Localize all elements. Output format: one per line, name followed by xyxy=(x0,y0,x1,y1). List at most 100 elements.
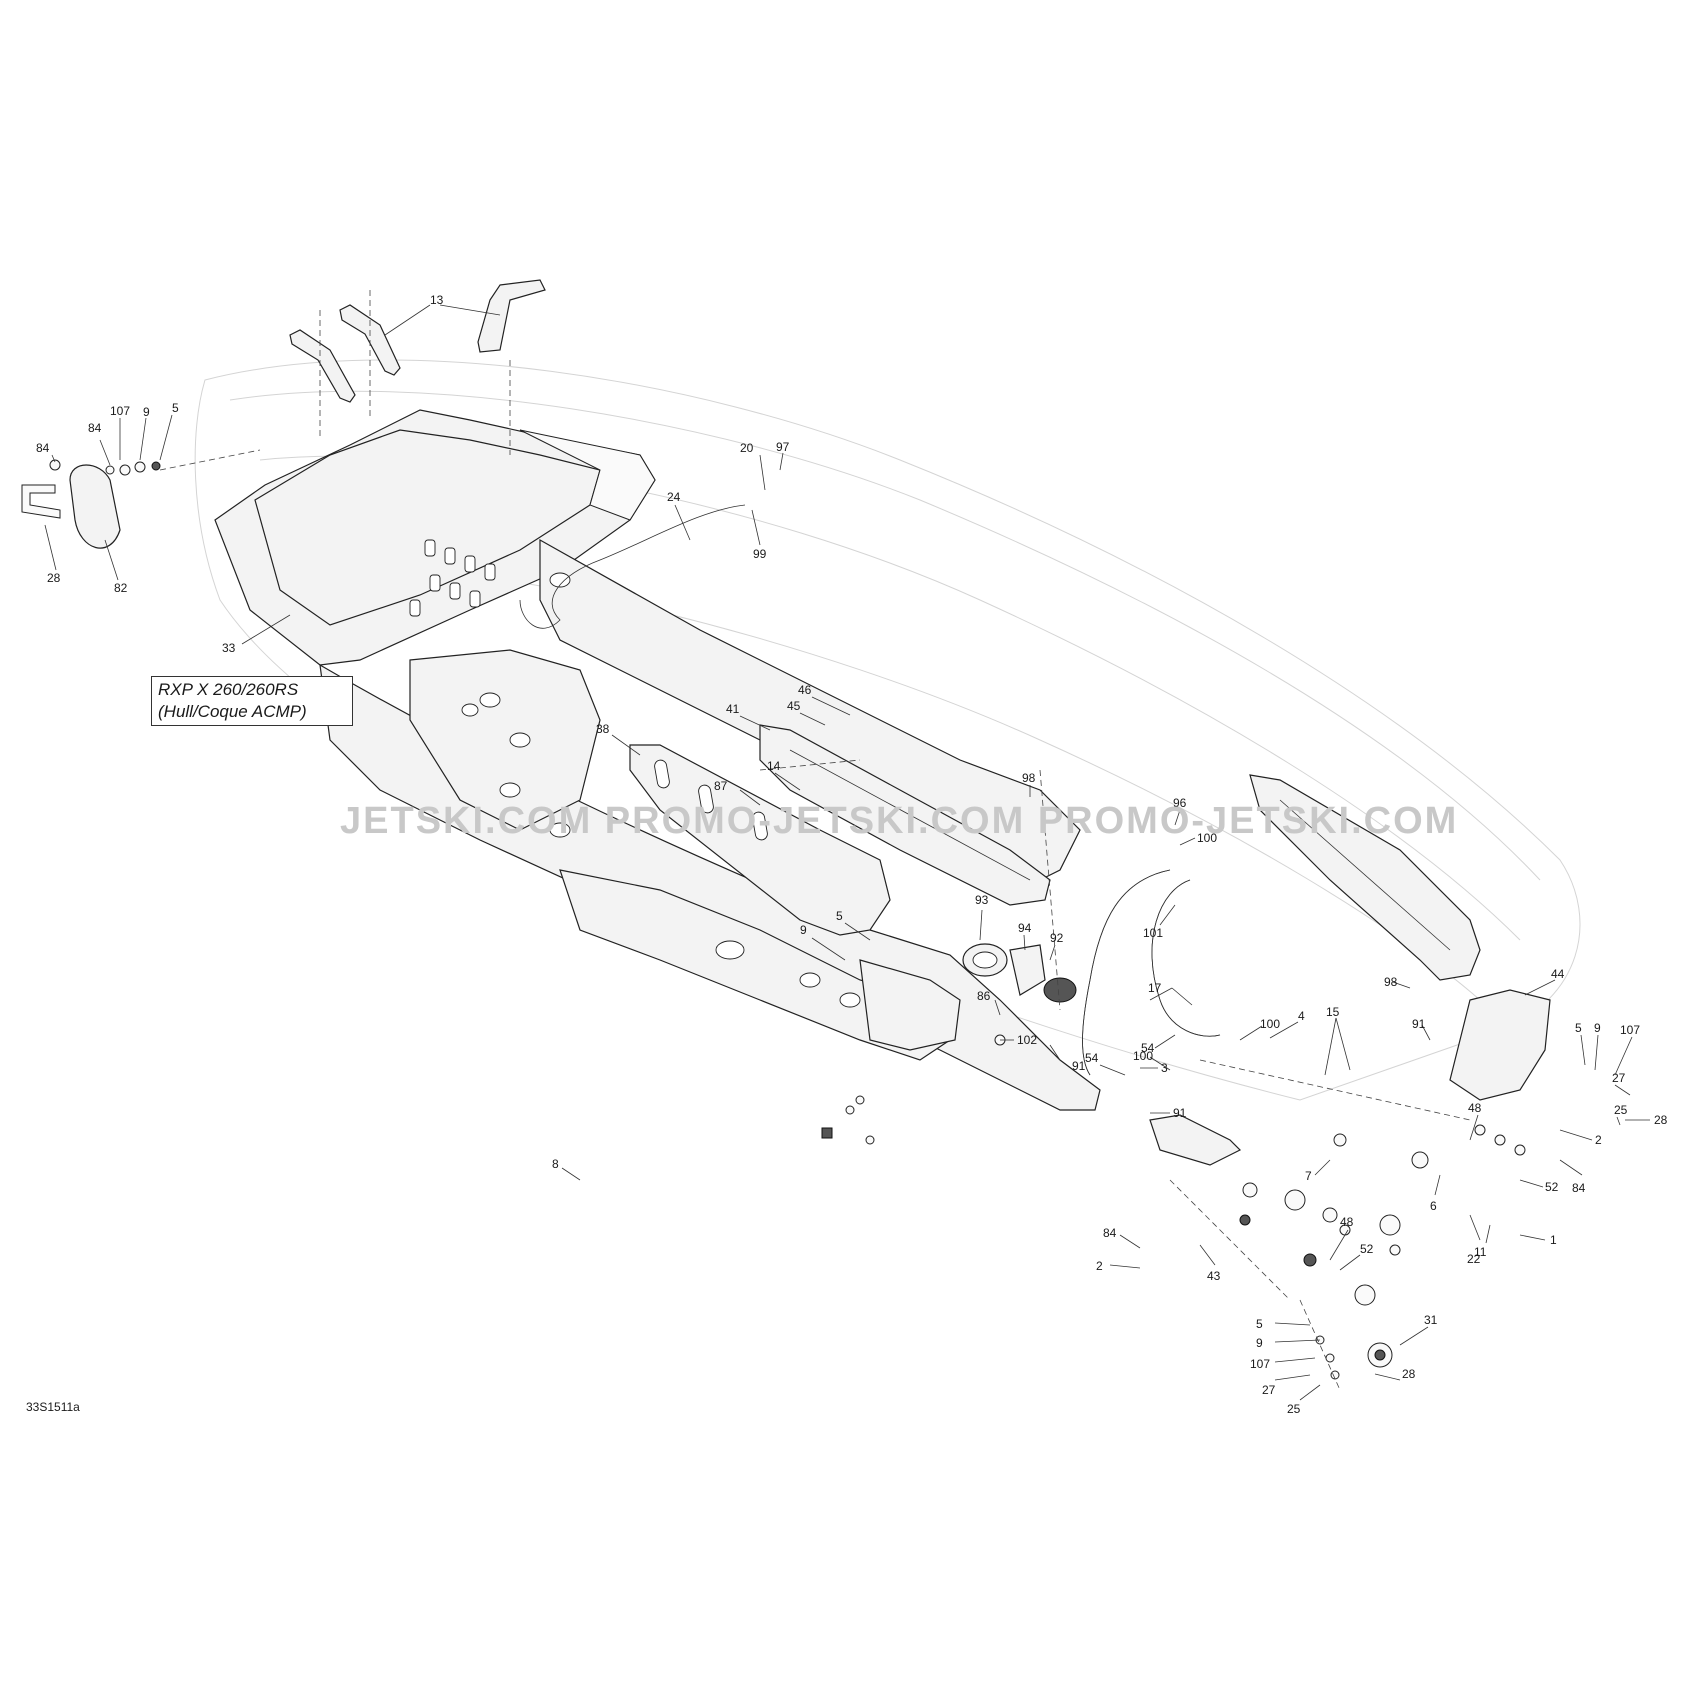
cable-24 xyxy=(519,504,746,629)
callout-91c: 91 xyxy=(1412,1017,1431,1041)
callout-5c: 5 xyxy=(1575,1021,1586,1066)
callout-28c: 28 xyxy=(1374,1367,1416,1381)
callout-33: 33 xyxy=(222,614,291,655)
callout-41: 41 xyxy=(726,702,771,731)
callout-20: 20 xyxy=(740,441,766,491)
callout-label: 91 xyxy=(1412,1017,1426,1031)
callout-label: 54 xyxy=(1085,1051,1099,1065)
callout-5b: 5 xyxy=(836,909,871,941)
callout-label: 91 xyxy=(1173,1106,1187,1120)
callout-9b: 9 xyxy=(800,923,846,961)
callout-107a: 107 xyxy=(110,404,130,460)
callout-label: 91 xyxy=(1072,1059,1086,1073)
model-label-line1: RXP X 260/260RS xyxy=(158,680,299,699)
callout-label: 8 xyxy=(552,1157,559,1171)
callout-label: 93 xyxy=(975,893,989,907)
callout-label: 48 xyxy=(1468,1101,1482,1115)
callout-43: 43 xyxy=(1199,1244,1221,1283)
handle-parts xyxy=(289,279,546,403)
callout-15: 15 xyxy=(1324,1005,1351,1076)
callout-label: 48 xyxy=(1340,1215,1354,1229)
callout-label: 9 xyxy=(1256,1336,1263,1350)
callout-52a: 52 xyxy=(1519,1179,1559,1194)
callout-label: 24 xyxy=(667,490,681,504)
callout-13: 13 xyxy=(384,293,501,336)
callout-label: 27 xyxy=(1612,1071,1626,1085)
callout-52b: 52 xyxy=(1339,1242,1374,1271)
figure-code: 33S1511a xyxy=(26,1400,80,1414)
callout-3: 3 xyxy=(1140,1061,1168,1075)
callout-label: 5 xyxy=(1256,1317,1263,1331)
callout-label: 101 xyxy=(1143,926,1163,940)
model-label-box: RXP X 260/260RS (Hull/Coque ACMP) xyxy=(151,676,353,726)
callout-4: 4 xyxy=(1269,1009,1305,1039)
callout-91b: 91 xyxy=(1150,1106,1187,1120)
callout-label: 43 xyxy=(1207,1269,1221,1283)
callout-9d: 9 xyxy=(1256,1336,1321,1350)
callout-label: 92 xyxy=(1050,931,1064,945)
callout-9c: 9 xyxy=(1594,1021,1601,1071)
sponson-left xyxy=(759,724,1051,906)
hull-mounting-bosses xyxy=(461,572,861,1008)
callout-98b: 98 xyxy=(1384,975,1411,989)
callout-82: 82 xyxy=(104,539,128,595)
callout-label: 107 xyxy=(1620,1023,1640,1037)
callout-label: 84 xyxy=(1103,1226,1117,1240)
callout-100c: 100 xyxy=(1133,1049,1171,1071)
callout-54a: 54 xyxy=(1085,1051,1126,1076)
callout-label: 98 xyxy=(1384,975,1398,989)
callout-48b: 48 xyxy=(1329,1215,1354,1261)
callout-24: 24 xyxy=(667,490,691,541)
callout-label: 38 xyxy=(596,722,610,736)
callout-label: 98 xyxy=(1022,771,1036,785)
callout-label: 46 xyxy=(798,683,812,697)
callout-label: 100 xyxy=(1260,1017,1280,1031)
callout-98a: 98 xyxy=(1022,771,1036,797)
callout-28b: 28 xyxy=(1625,1113,1668,1127)
callout-101: 101 xyxy=(1143,904,1176,940)
callout-label: 86 xyxy=(977,989,991,1003)
assembly-lines xyxy=(159,290,1471,1391)
callout-label: 9 xyxy=(143,405,150,419)
callout-91a: 91 xyxy=(1049,1044,1086,1073)
callout-label: 84 xyxy=(36,441,50,455)
callout-label: 9 xyxy=(800,923,807,937)
callout-1: 1 xyxy=(1519,1233,1557,1247)
callout-label: 9 xyxy=(1594,1021,1601,1035)
callout-48a: 48 xyxy=(1468,1101,1482,1141)
callout-107c: 107 xyxy=(1250,1357,1316,1371)
intake-plate-38 xyxy=(629,744,891,936)
callout-99: 99 xyxy=(751,509,767,561)
callout-label: 44 xyxy=(1551,967,1565,981)
callout-label: 13 xyxy=(430,293,444,307)
callout-27b: 27 xyxy=(1262,1374,1311,1397)
callout-label: 25 xyxy=(1614,1103,1628,1117)
callout-25b: 25 xyxy=(1287,1384,1321,1416)
callout-7: 7 xyxy=(1305,1159,1331,1183)
watermark: JETSKI.COM PROMO-JETSKI.COM PROMO-JETSKI… xyxy=(340,800,1459,842)
callout-label: 15 xyxy=(1326,1005,1340,1019)
callout-100b: 100 xyxy=(1239,1017,1280,1041)
callout-label: 84 xyxy=(1572,1181,1586,1195)
callout-label: 96 xyxy=(1173,796,1187,810)
callout-84c: 84 xyxy=(1559,1159,1586,1195)
callout-label: 52 xyxy=(1545,1180,1559,1194)
small-hardware xyxy=(821,1034,1526,1380)
callout-label: 7 xyxy=(1305,1169,1312,1183)
callout-label: 94 xyxy=(1018,921,1032,935)
callouts: 1 2 2 3 4 5 5 5 5 6 7 8 9 9 9 9 11 13 14… xyxy=(36,293,1668,1416)
callout-5d: 5 xyxy=(1256,1317,1311,1331)
callout-8: 8 xyxy=(552,1157,581,1181)
callout-label: 17 xyxy=(1148,981,1162,995)
pump-components xyxy=(962,943,1077,1003)
callout-label: 41 xyxy=(726,702,740,716)
callout-84b: 84 xyxy=(88,421,111,466)
callout-label: 20 xyxy=(740,441,754,455)
callout-label: 11 xyxy=(1474,1245,1487,1259)
mount-43 xyxy=(1149,1114,1242,1166)
callout-label: 5 xyxy=(172,401,179,415)
callout-label: 28 xyxy=(1654,1113,1668,1127)
callout-label: 2 xyxy=(1595,1133,1602,1147)
callout-93: 93 xyxy=(975,893,989,941)
